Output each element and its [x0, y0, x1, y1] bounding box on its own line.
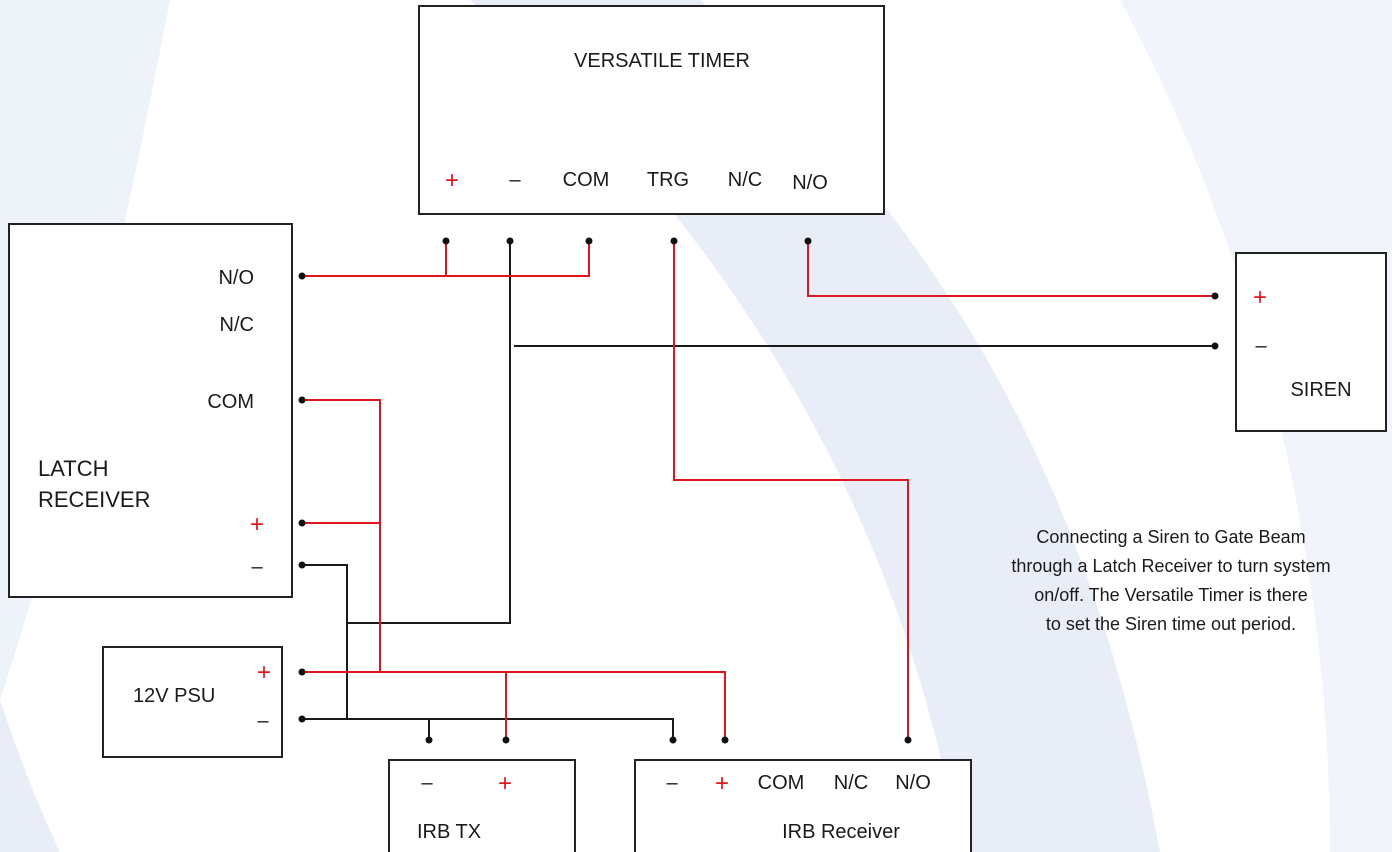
irbtx-plus-terminal — [502, 736, 510, 744]
note-line-1: Connecting a Siren to Gate Beam — [1036, 527, 1305, 547]
siren-minus-label: – — [1255, 335, 1267, 357]
irbrx-com-label: COM — [758, 772, 805, 794]
irbtx-minus-terminal — [425, 736, 433, 744]
irb-tx-box — [388, 759, 576, 852]
psu-minus-terminal — [298, 715, 306, 723]
timer-nc-label: N/C — [728, 169, 762, 191]
latch-receiver-title-line1: LATCH — [38, 456, 109, 481]
latch-plus-terminal — [298, 519, 306, 527]
terminal-dots — [298, 237, 1219, 744]
psu-box — [102, 646, 283, 758]
timer-no-label: N/O — [792, 172, 828, 194]
irb-receiver-box — [634, 759, 972, 852]
siren-box — [1235, 252, 1387, 432]
timer-com-terminal — [585, 237, 593, 245]
psu-plus-label: + — [257, 659, 271, 686]
timer-no-terminal — [804, 237, 812, 245]
psu-plus-terminal — [298, 668, 306, 676]
irbrx-nc-label: N/C — [834, 772, 868, 794]
latch-minus-label: – — [251, 556, 263, 578]
irbrx-plus-label: + — [715, 770, 729, 797]
versatile-timer-box — [418, 5, 885, 215]
black-wires — [302, 241, 1215, 740]
irbtx-minus-label: – — [421, 772, 433, 794]
latch-com-terminal — [298, 396, 306, 404]
siren-title: SIREN — [1290, 379, 1351, 401]
psu-minus-label: – — [257, 710, 269, 732]
timer-trg-label: TRG — [647, 169, 689, 191]
latch-plus-label: + — [250, 511, 264, 538]
irbrx-no-label: N/O — [895, 772, 931, 794]
latch-no-label: N/O — [218, 267, 254, 289]
timer-trg-terminal — [670, 237, 678, 245]
note-line-2: through a Latch Receiver to turn system — [1011, 556, 1330, 576]
latch-receiver-box — [8, 223, 293, 598]
versatile-timer-title: VERSATILE TIMER — [574, 50, 750, 72]
irbrx-minus-label: – — [666, 772, 678, 794]
description-note: Connecting a Siren to Gate Beam through … — [1011, 527, 1330, 634]
irbrx-title: IRB Receiver — [782, 821, 900, 843]
irbrx-minus-terminal — [669, 736, 677, 744]
red-wires — [302, 241, 1215, 740]
note-line-4: to set the Siren time out period. — [1046, 614, 1296, 634]
latch-com-label: COM — [207, 391, 254, 413]
latch-minus-terminal — [298, 561, 306, 569]
note-line-3: on/off. The Versatile Timer is there — [1034, 585, 1307, 605]
siren-minus-terminal — [1211, 342, 1219, 350]
latch-receiver-title-line2: RECEIVER — [38, 487, 150, 512]
timer-minus-terminal — [506, 237, 514, 245]
timer-minus-label: – — [509, 169, 521, 191]
irbrx-plus-terminal — [721, 736, 729, 744]
siren-plus-label: + — [1253, 284, 1267, 311]
psu-title: 12V PSU — [133, 685, 215, 707]
siren-plus-terminal — [1211, 292, 1219, 300]
irbrx-no-terminal — [904, 736, 912, 744]
latch-nc-label: N/C — [220, 314, 254, 336]
timer-plus-label: + — [445, 167, 459, 194]
irbtx-plus-label: + — [498, 770, 512, 797]
latch-no-terminal — [298, 272, 306, 280]
irbtx-title: IRB TX — [417, 821, 481, 843]
timer-com-label: COM — [563, 169, 610, 191]
timer-plus-terminal — [442, 237, 450, 245]
